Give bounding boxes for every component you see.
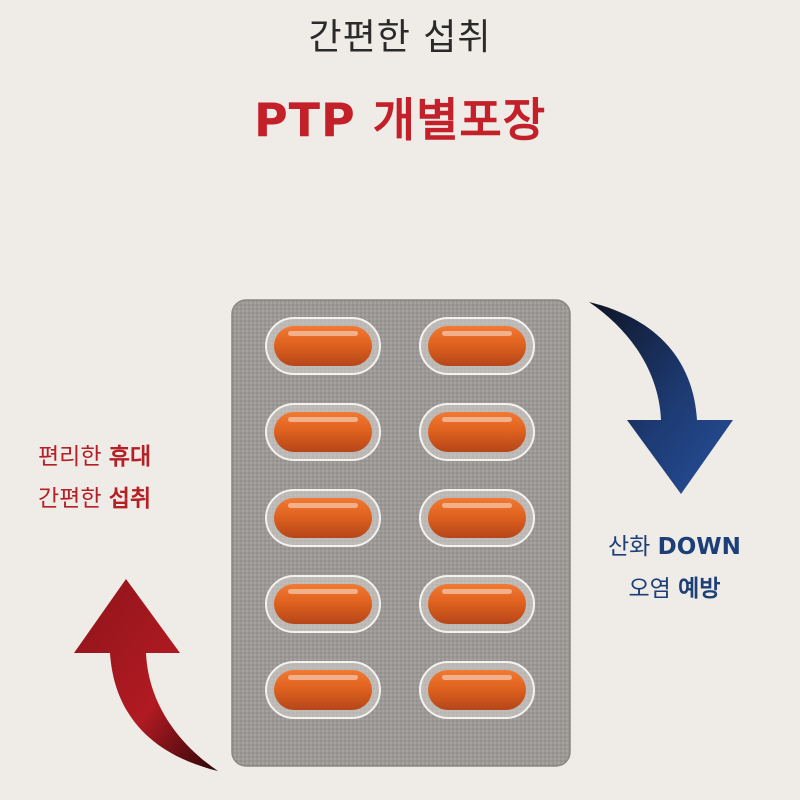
caption-bold-text: 예방	[678, 576, 721, 602]
curved-arrow-down-icon	[589, 302, 733, 494]
capsule-cavity	[265, 317, 381, 375]
left-caption: 편리한 휴대 간편한 섭취	[38, 436, 151, 520]
right-caption: 산화 DOWN 오염 예방	[608, 526, 741, 610]
capsule-cavity	[265, 403, 381, 461]
capsule-cavity	[419, 661, 535, 719]
caption-bold-text: DOWN	[657, 534, 741, 560]
caption-line-contamination: 오염 예방	[608, 568, 741, 610]
capsule-cavity	[419, 317, 535, 375]
caption-bold-text: 섭취	[108, 486, 152, 512]
capsule-cavity	[265, 489, 381, 547]
caption-normal-text: 간편한	[38, 486, 109, 512]
capsule-cavity	[419, 575, 535, 633]
capsule-cavity	[419, 403, 535, 461]
curved-arrow-up-icon	[74, 579, 218, 771]
capsule	[428, 326, 526, 366]
caption-normal-text: 편리한	[38, 444, 109, 470]
capsule-cavity	[265, 575, 381, 633]
capsule	[428, 498, 526, 538]
page-title: PTP 개별포장	[253, 93, 547, 147]
page-subtitle: 간편한 섭취	[308, 17, 492, 58]
capsule	[274, 670, 372, 710]
caption-bold-text: 휴대	[108, 444, 152, 470]
capsule-cavity	[265, 661, 381, 719]
caption-line-intake: 간편한 섭취	[38, 478, 151, 520]
capsule	[428, 412, 526, 452]
capsule	[274, 412, 372, 452]
capsule	[428, 584, 526, 624]
capsule	[274, 326, 372, 366]
capsule-cavity	[419, 489, 535, 547]
capsule	[428, 670, 526, 710]
caption-normal-text: 산화	[608, 534, 658, 560]
caption-normal-text: 오염	[628, 576, 679, 602]
capsule	[274, 498, 372, 538]
caption-line-oxidation: 산화 DOWN	[608, 526, 741, 568]
caption-line-portable: 편리한 휴대	[38, 436, 151, 478]
ptp-blister-pack	[231, 299, 571, 767]
capsule	[274, 584, 372, 624]
